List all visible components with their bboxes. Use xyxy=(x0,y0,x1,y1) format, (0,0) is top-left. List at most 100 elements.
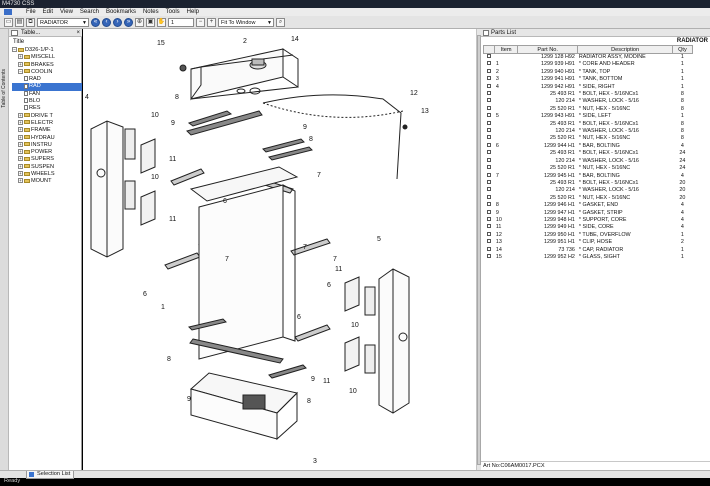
toc-tree-item[interactable]: RAD xyxy=(12,83,82,91)
row-checkbox[interactable] xyxy=(487,128,492,133)
row-checkbox[interactable] xyxy=(487,231,492,236)
row-checkbox[interactable] xyxy=(487,142,492,147)
row-checkbox[interactable] xyxy=(487,150,492,155)
header-part-no[interactable]: Part No. xyxy=(516,45,579,54)
row-checkbox[interactable] xyxy=(487,179,492,184)
row-checkbox[interactable] xyxy=(487,246,492,251)
toc-tree-item[interactable]: FAN xyxy=(12,91,82,98)
toc-tree-item[interactable]: +DRIVE T xyxy=(12,113,82,120)
expand-toggle-icon[interactable]: + xyxy=(18,54,23,60)
toc-tree-item[interactable]: +SUSPEN xyxy=(12,164,82,171)
row-checkbox[interactable] xyxy=(487,202,492,207)
row-checkbox[interactable] xyxy=(487,98,492,103)
close-icon[interactable]: × xyxy=(76,30,80,36)
header-qty[interactable]: Qty xyxy=(671,45,694,54)
row-checkbox[interactable] xyxy=(487,224,492,229)
expand-toggle-icon[interactable]: + xyxy=(18,119,23,125)
row-checkbox[interactable] xyxy=(487,91,492,96)
header-item[interactable]: Item xyxy=(494,45,518,54)
row-checkbox[interactable] xyxy=(487,165,492,170)
drawing-scrollbar[interactable] xyxy=(476,29,481,470)
menu-tools[interactable]: Tools xyxy=(165,9,180,15)
row-checkbox[interactable] xyxy=(487,253,492,258)
expand-toggle-icon[interactable]: + xyxy=(18,149,23,155)
row-checkbox[interactable] xyxy=(487,239,492,244)
expand-toggle-icon[interactable]: + xyxy=(18,141,23,147)
last-page-icon[interactable]: » xyxy=(124,17,133,27)
open-icon[interactable]: ▭ xyxy=(4,17,13,27)
menu-bookmarks[interactable]: Bookmarks xyxy=(105,9,136,15)
expand-toggle-icon[interactable]: + xyxy=(18,61,23,67)
row-checkbox[interactable] xyxy=(487,120,492,125)
toc-tree-item[interactable]: +ELECTR xyxy=(12,120,82,127)
row-checkbox[interactable] xyxy=(487,135,492,140)
toc-tree-item[interactable]: −D326-1/P-1 xyxy=(12,47,82,54)
zoom-in-icon[interactable]: + xyxy=(207,17,216,27)
row-checkbox[interactable] xyxy=(487,105,492,110)
print-icon[interactable]: ▤ xyxy=(15,17,24,27)
expand-toggle-icon[interactable]: − xyxy=(18,68,23,74)
expand-toggle-icon[interactable]: + xyxy=(18,156,23,162)
toc-tree-item[interactable]: +HYDRAU xyxy=(12,135,82,142)
expand-toggle-icon[interactable]: + xyxy=(18,112,23,118)
row-checkbox[interactable] xyxy=(487,216,492,221)
row-checkbox[interactable] xyxy=(487,76,492,81)
toc-tree-item[interactable]: +BRAKES xyxy=(12,62,82,69)
toc-tree-item[interactable]: +INSTRU xyxy=(12,142,82,149)
menu-view[interactable]: View xyxy=(60,9,73,15)
expand-toggle-icon[interactable]: + xyxy=(18,127,23,133)
toc-tree-item[interactable]: BLO xyxy=(12,98,82,105)
row-checkbox[interactable] xyxy=(487,54,492,58)
menu-search[interactable]: Search xyxy=(79,9,99,15)
prev-page-icon[interactable]: ‹ xyxy=(102,17,111,27)
row-checkbox[interactable] xyxy=(487,172,492,177)
menu-file[interactable]: File xyxy=(26,9,36,15)
zoom-out-icon[interactable]: − xyxy=(196,17,205,27)
row-checkbox[interactable] xyxy=(487,187,492,192)
toc-tree-item[interactable]: RAD xyxy=(12,76,82,83)
tab-table-of-contents[interactable]: Table of Contents xyxy=(1,69,7,108)
next-page-icon[interactable]: › xyxy=(113,17,122,27)
hand-icon[interactable]: ✋ xyxy=(157,17,166,27)
row-checkbox[interactable] xyxy=(487,113,492,118)
page-field[interactable]: 1 xyxy=(168,17,194,27)
toc-tree-item[interactable]: −COOLIN xyxy=(12,69,82,76)
row-checkbox[interactable] xyxy=(487,157,492,162)
zoom-icon[interactable]: ⊕ xyxy=(135,17,144,27)
expand-toggle-icon[interactable]: + xyxy=(18,178,23,184)
row-checkbox[interactable] xyxy=(487,194,492,199)
row-checkbox[interactable] xyxy=(487,68,492,73)
toc-tree-item[interactable]: +POWER xyxy=(12,149,82,156)
search-icon[interactable]: ⌕ xyxy=(276,17,285,27)
scrollbar-thumb[interactable] xyxy=(477,35,481,465)
section-select[interactable]: RADIATOR ▼ xyxy=(37,17,89,27)
row-checkbox[interactable] xyxy=(487,83,492,88)
toc-tree-item[interactable]: +SUPERS xyxy=(12,156,82,163)
toc-tree-item[interactable]: +FRAME xyxy=(12,127,82,134)
row-checkbox[interactable] xyxy=(487,61,492,66)
toc-tree-item[interactable]: RES xyxy=(12,105,82,112)
expand-toggle-icon[interactable]: + xyxy=(18,134,23,140)
header-description[interactable]: Description xyxy=(577,45,673,54)
